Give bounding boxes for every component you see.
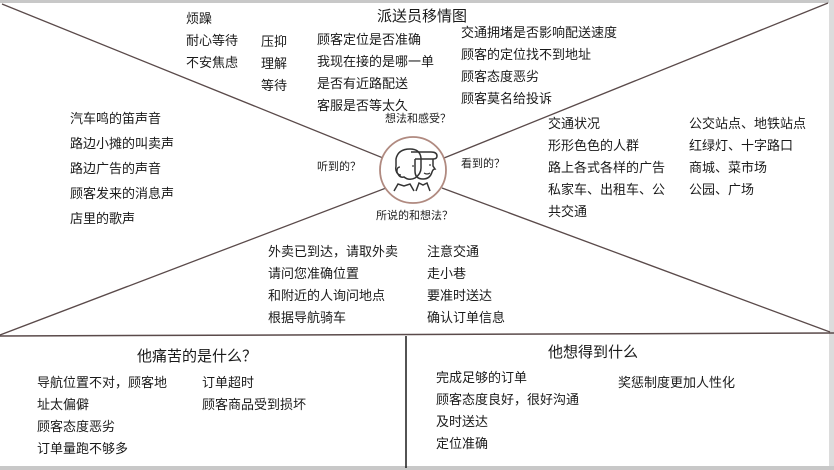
list-item: 汽车鸣的笛声音 xyxy=(70,112,162,127)
list-item: 形形色色的人群 xyxy=(548,139,640,154)
list-item: 压抑 xyxy=(261,35,288,50)
bottom-border xyxy=(0,466,834,470)
list-item: 路边小摊的叫卖声 xyxy=(70,137,175,152)
list-item: 烦躁 xyxy=(186,12,213,27)
see-col-1: 交通状况 形形色色的人群 路上各式各样的广告 私家车、出租车、公 共交通 xyxy=(548,114,665,224)
list-item: 注意交通 xyxy=(427,245,480,260)
think-feel-col-2: 压抑 理解 等待 xyxy=(261,32,287,98)
list-item: 公园、广场 xyxy=(689,183,755,198)
list-item: 顾客态度良好，很好沟通 xyxy=(436,393,580,408)
list-item: 顾客态度恶劣 xyxy=(461,70,540,85)
list-item: 理解 xyxy=(261,57,288,72)
top-border xyxy=(0,0,834,3)
page-title: 派送员移情图 xyxy=(377,7,468,25)
gain-col-1: 完成足够的订单 顾客态度良好，很好沟通 及时送达 定位准确 xyxy=(436,368,579,456)
list-item: 顾客态度恶劣 xyxy=(37,420,116,435)
list-item: 顾客定位是否准确 xyxy=(317,33,422,48)
list-item: 路上各式各样的广告 xyxy=(548,161,666,176)
list-item: 路边广告的声音 xyxy=(70,162,162,177)
list-item: 商城、菜市场 xyxy=(689,161,768,176)
list-item: 公交站点、地铁站点 xyxy=(689,117,807,132)
list-item: 要准时送达 xyxy=(427,289,493,304)
think-feel-col-4: 交通拥堵是否影响配送速度 顾客的定位找不到地址 顾客态度恶劣 顾客莫名给投诉 xyxy=(461,23,617,111)
list-item: 确认订单信息 xyxy=(427,311,506,326)
list-item: 红绿灯、十字路口 xyxy=(689,139,794,154)
list-item: 走小巷 xyxy=(427,267,467,282)
list-item: 导航位置不对，顾客地 xyxy=(37,376,168,391)
list-item: 耐心等待 xyxy=(186,34,239,49)
list-item: 外卖已到达，请取外卖 xyxy=(268,245,399,260)
pain-col-2: 订单超时 顾客商品受到损坏 xyxy=(202,373,306,417)
list-item: 等待 xyxy=(261,79,288,94)
list-item: 请问您准确位置 xyxy=(268,267,360,282)
list-item: 及时送达 xyxy=(436,415,489,430)
pain-title: 他痛苦的是什么？ xyxy=(137,347,258,365)
gain-title: 他想得到什么 xyxy=(548,343,639,361)
label-think-feel: 想法和感受？ xyxy=(385,112,451,125)
list-item: 订单超时 xyxy=(202,376,255,391)
list-item: 完成足够的订单 xyxy=(436,371,528,386)
say-do-col-1: 外卖已到达，请取外卖 请问您准确位置 和附近的人询问地点 根据导航骑车 xyxy=(268,242,398,330)
think-feel-col-3: 顾客定位是否准确 我现在接的是哪一单 是否有近路配送 客服是否等太久 xyxy=(317,30,434,118)
list-item: 店里的歌声 xyxy=(70,212,136,227)
list-item: 奖惩制度更加人性化 xyxy=(618,376,736,391)
list-item: 交通状况 xyxy=(548,117,601,132)
list-item: 顾客商品受到损坏 xyxy=(202,398,307,413)
hear-list: 汽车鸣的笛声音 路边小摊的叫卖声 路边广告的声音 顾客发来的消息声 店里的歌声 xyxy=(70,107,174,232)
label-say-do: 所说的和想法？ xyxy=(376,209,453,222)
list-item: 共交通 xyxy=(548,205,588,220)
label-hear: 听到的？ xyxy=(317,160,361,173)
list-item: 是否有近路配送 xyxy=(317,77,409,92)
list-item: 顾客的定位找不到地址 xyxy=(461,48,592,63)
list-item: 订单量跑不够多 xyxy=(37,442,129,457)
list-item: 顾客发来的消息声 xyxy=(70,187,175,202)
list-item: 和附近的人询问地点 xyxy=(268,289,386,304)
list-item: 顾客莫名给投诉 xyxy=(461,92,553,107)
list-item: 不安焦虑 xyxy=(186,56,239,71)
list-item: 交通拥堵是否影响配送速度 xyxy=(461,26,618,41)
list-item: 根据导航骑车 xyxy=(268,311,347,326)
right-border xyxy=(829,0,834,470)
list-item: 址太偏僻 xyxy=(37,398,90,413)
think-feel-col-1: 烦躁 耐心等待 不安焦虑 xyxy=(186,9,238,75)
gain-col-2: 奖惩制度更加人性化 xyxy=(618,373,735,395)
list-item: 客服是否等太久 xyxy=(317,99,409,114)
see-col-2: 公交站点、地铁站点 红绿灯、十字路口 商城、菜市场 公园、广场 xyxy=(689,114,806,202)
say-do-col-2: 注意交通 走小巷 要准时送达 确认订单信息 xyxy=(427,242,505,330)
label-see: 看到的？ xyxy=(461,157,505,170)
pain-col-1: 导航位置不对，顾客地 址太偏僻 顾客态度恶劣 订单量跑不够多 xyxy=(37,373,167,461)
list-item: 定位准确 xyxy=(436,437,489,452)
list-item: 私家车、出租车、公 xyxy=(548,183,666,198)
list-item: 我现在接的是哪一单 xyxy=(317,55,435,70)
two-people-icon xyxy=(380,137,446,203)
